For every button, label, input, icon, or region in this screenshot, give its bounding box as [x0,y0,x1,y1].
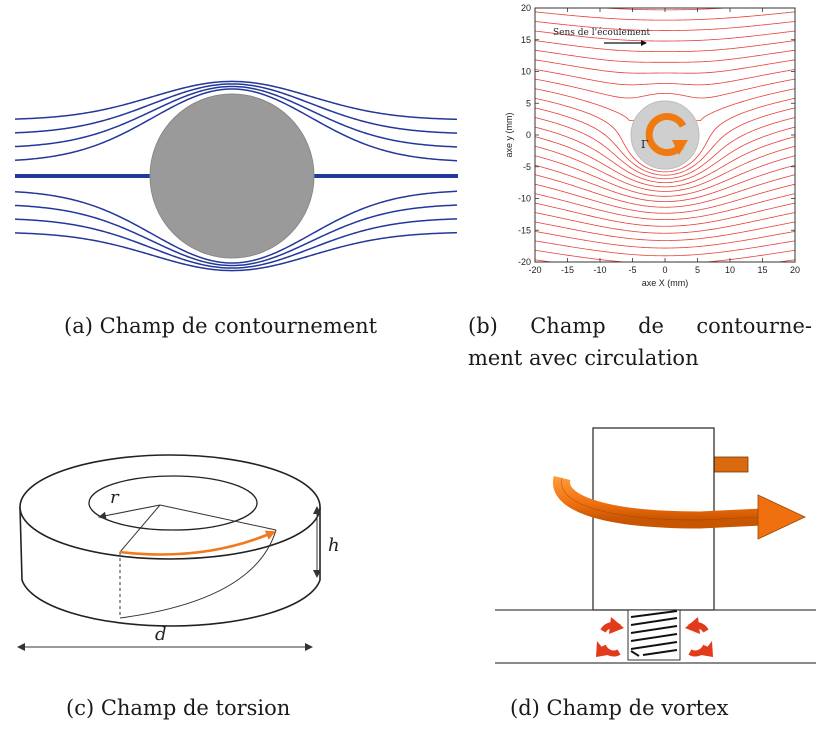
panel-d-right-vortex-arc-bottom [688,644,709,657]
panel-b-x-tick-label: -5 [628,265,636,275]
panel-a-streamlines [14,80,458,272]
panel-b-flow-direction-label: Sens de l'écoulement [553,27,651,38]
panel-c-twist-curve [119,529,277,619]
panel-d-hatch-line [630,617,678,626]
panel-b-x-tick-label: 10 [725,265,735,275]
panel-b-y-tick-label: -20 [518,257,531,267]
panel-b-y-tick-label: 5 [526,98,531,108]
panel-b-x-tick-label: -10 [593,265,606,275]
panel-d-right-vortex-icon [685,617,713,657]
panel-b-streamline [535,193,795,220]
panel-c-torsion: r h d [17,454,340,651]
panel-d-hatch-line [642,649,678,656]
panel-b-streamline [535,164,795,203]
panel-a-streamline [14,85,458,148]
panel-d-hatch-line [630,633,678,642]
panel-b-streamline [535,49,795,63]
panel-d-vortex [495,427,816,664]
panel-b-streamline [535,126,795,184]
panel-b-x-tick-label: -15 [561,265,574,275]
panel-b-x-tick-label: 5 [695,265,700,275]
panel-b-streamline [535,155,795,197]
panel-d-left-vortex-arc-bottom [600,644,621,657]
panel-a-obstacle-disk [149,93,315,259]
panel-b-x-axis-label: axe X (mm) [642,278,689,288]
panel-b-y-axis-label: axe y (mm) [504,112,514,157]
panel-b-y-tick-label: 0 [526,130,531,140]
caption-c: (c) Champ de torsion [66,696,291,720]
panel-b-streamline [535,69,795,86]
panel-b-circulation-arrowhead-icon [672,140,688,155]
caption-d: (d) Champ de vortex [510,696,729,720]
panel-d-left-vortex-arrowhead-bottom [596,641,608,657]
caption-b-line2: ment avec circulation [468,346,699,370]
panel-d-left-vortex-arrowhead-top [609,617,624,634]
panel-b-y-tick-label: -15 [518,225,531,235]
panel-d-left-vortex-icon [596,617,624,657]
panel-b-gamma-label: Γ [641,138,649,151]
panel-b-streamline [535,240,795,257]
panel-b-y-tick-label: 10 [521,67,531,77]
panel-c-orange-torsion-arc-icon [119,530,276,556]
panel-a-streamline [14,190,458,264]
panel-d-hatch-line [630,610,678,618]
panel-d-right-vortex-arrowhead-top [685,617,700,634]
panel-b-streamline [535,97,795,173]
panel-a-streamline [14,88,458,162]
panel-b-streamline [535,145,795,192]
panel-b-streamline [535,78,795,99]
caption-a: (a) Champ de contournement [64,314,378,338]
panel-c-segment-right [159,504,277,531]
panel-d-hatch-line [630,625,678,634]
panel-b-contournement-circulation: Γ Sens de l'écoulement -20 -15 -10 -5 0 5 10 15… [504,3,800,288]
panel-b-y-tick-label: 15 [521,35,531,45]
panel-a-streamline [14,218,458,269]
panel-b-streamline [535,107,795,176]
panel-b-streamline [535,183,795,214]
panel-b-streamline [535,21,795,31]
panel-b-streamline [535,30,795,42]
caption-b-line1: (b) Champ de contourne- [468,314,812,338]
panel-c-height-label: h [328,535,340,556]
panel-b-x-tick-label: 0 [662,265,667,275]
panel-b-streamline [535,230,795,249]
panel-b-y-tick-label: 20 [521,3,531,13]
panel-b-streamline [535,59,795,74]
panel-a-contournement [14,80,458,272]
panel-d-back-band [713,456,749,473]
panel-b-streamline [535,40,795,53]
panel-b-streamline [535,11,795,21]
panel-b-circulation-arrow-icon [645,113,687,156]
panel-c-radius-label: r [110,487,120,508]
panel-c-diameter-label: d [155,624,167,645]
panel-b-streamline [535,174,795,208]
panel-b-x-tick-label: 15 [757,265,767,275]
panel-b-streamline [535,117,795,180]
panel-c-radius-arrow-icon [98,504,161,520]
panel-d-hatch-line [630,650,640,657]
panel-a-streamline [14,231,458,272]
panel-b-y-tick-label: -5 [523,162,531,172]
panel-d-right-vortex-arrowhead-bottom [701,641,713,657]
panel-a-streamline [14,80,458,121]
panel-b-x-tick-label: 20 [790,265,800,275]
panel-b-axis-ticks: -20 -15 -10 -5 0 5 10 15 20 20 15 10 5 0 -5 -10 -15 -20 [518,3,800,275]
panel-d-spiral-band-edge [561,477,763,521]
panel-b-y-tick-label: -10 [518,194,531,204]
panel-b-streamline [535,202,795,227]
panel-b-streamline [535,249,795,262]
panel-c-segment-left [119,504,161,553]
panel-d-hatched-core [627,609,681,661]
panel-a-streamline [14,204,458,267]
panel-b-streamline [535,212,795,234]
panel-b-streamline [535,136,795,188]
panel-d-spiral-arrowhead-icon [757,494,806,540]
panel-b-obstacle-disk [630,100,700,170]
panel-b-streamline [535,221,795,241]
panel-d-hatch-line [630,641,678,650]
panel-a-streamline [14,83,458,134]
panel-b-x-tick-label: -20 [528,265,541,275]
